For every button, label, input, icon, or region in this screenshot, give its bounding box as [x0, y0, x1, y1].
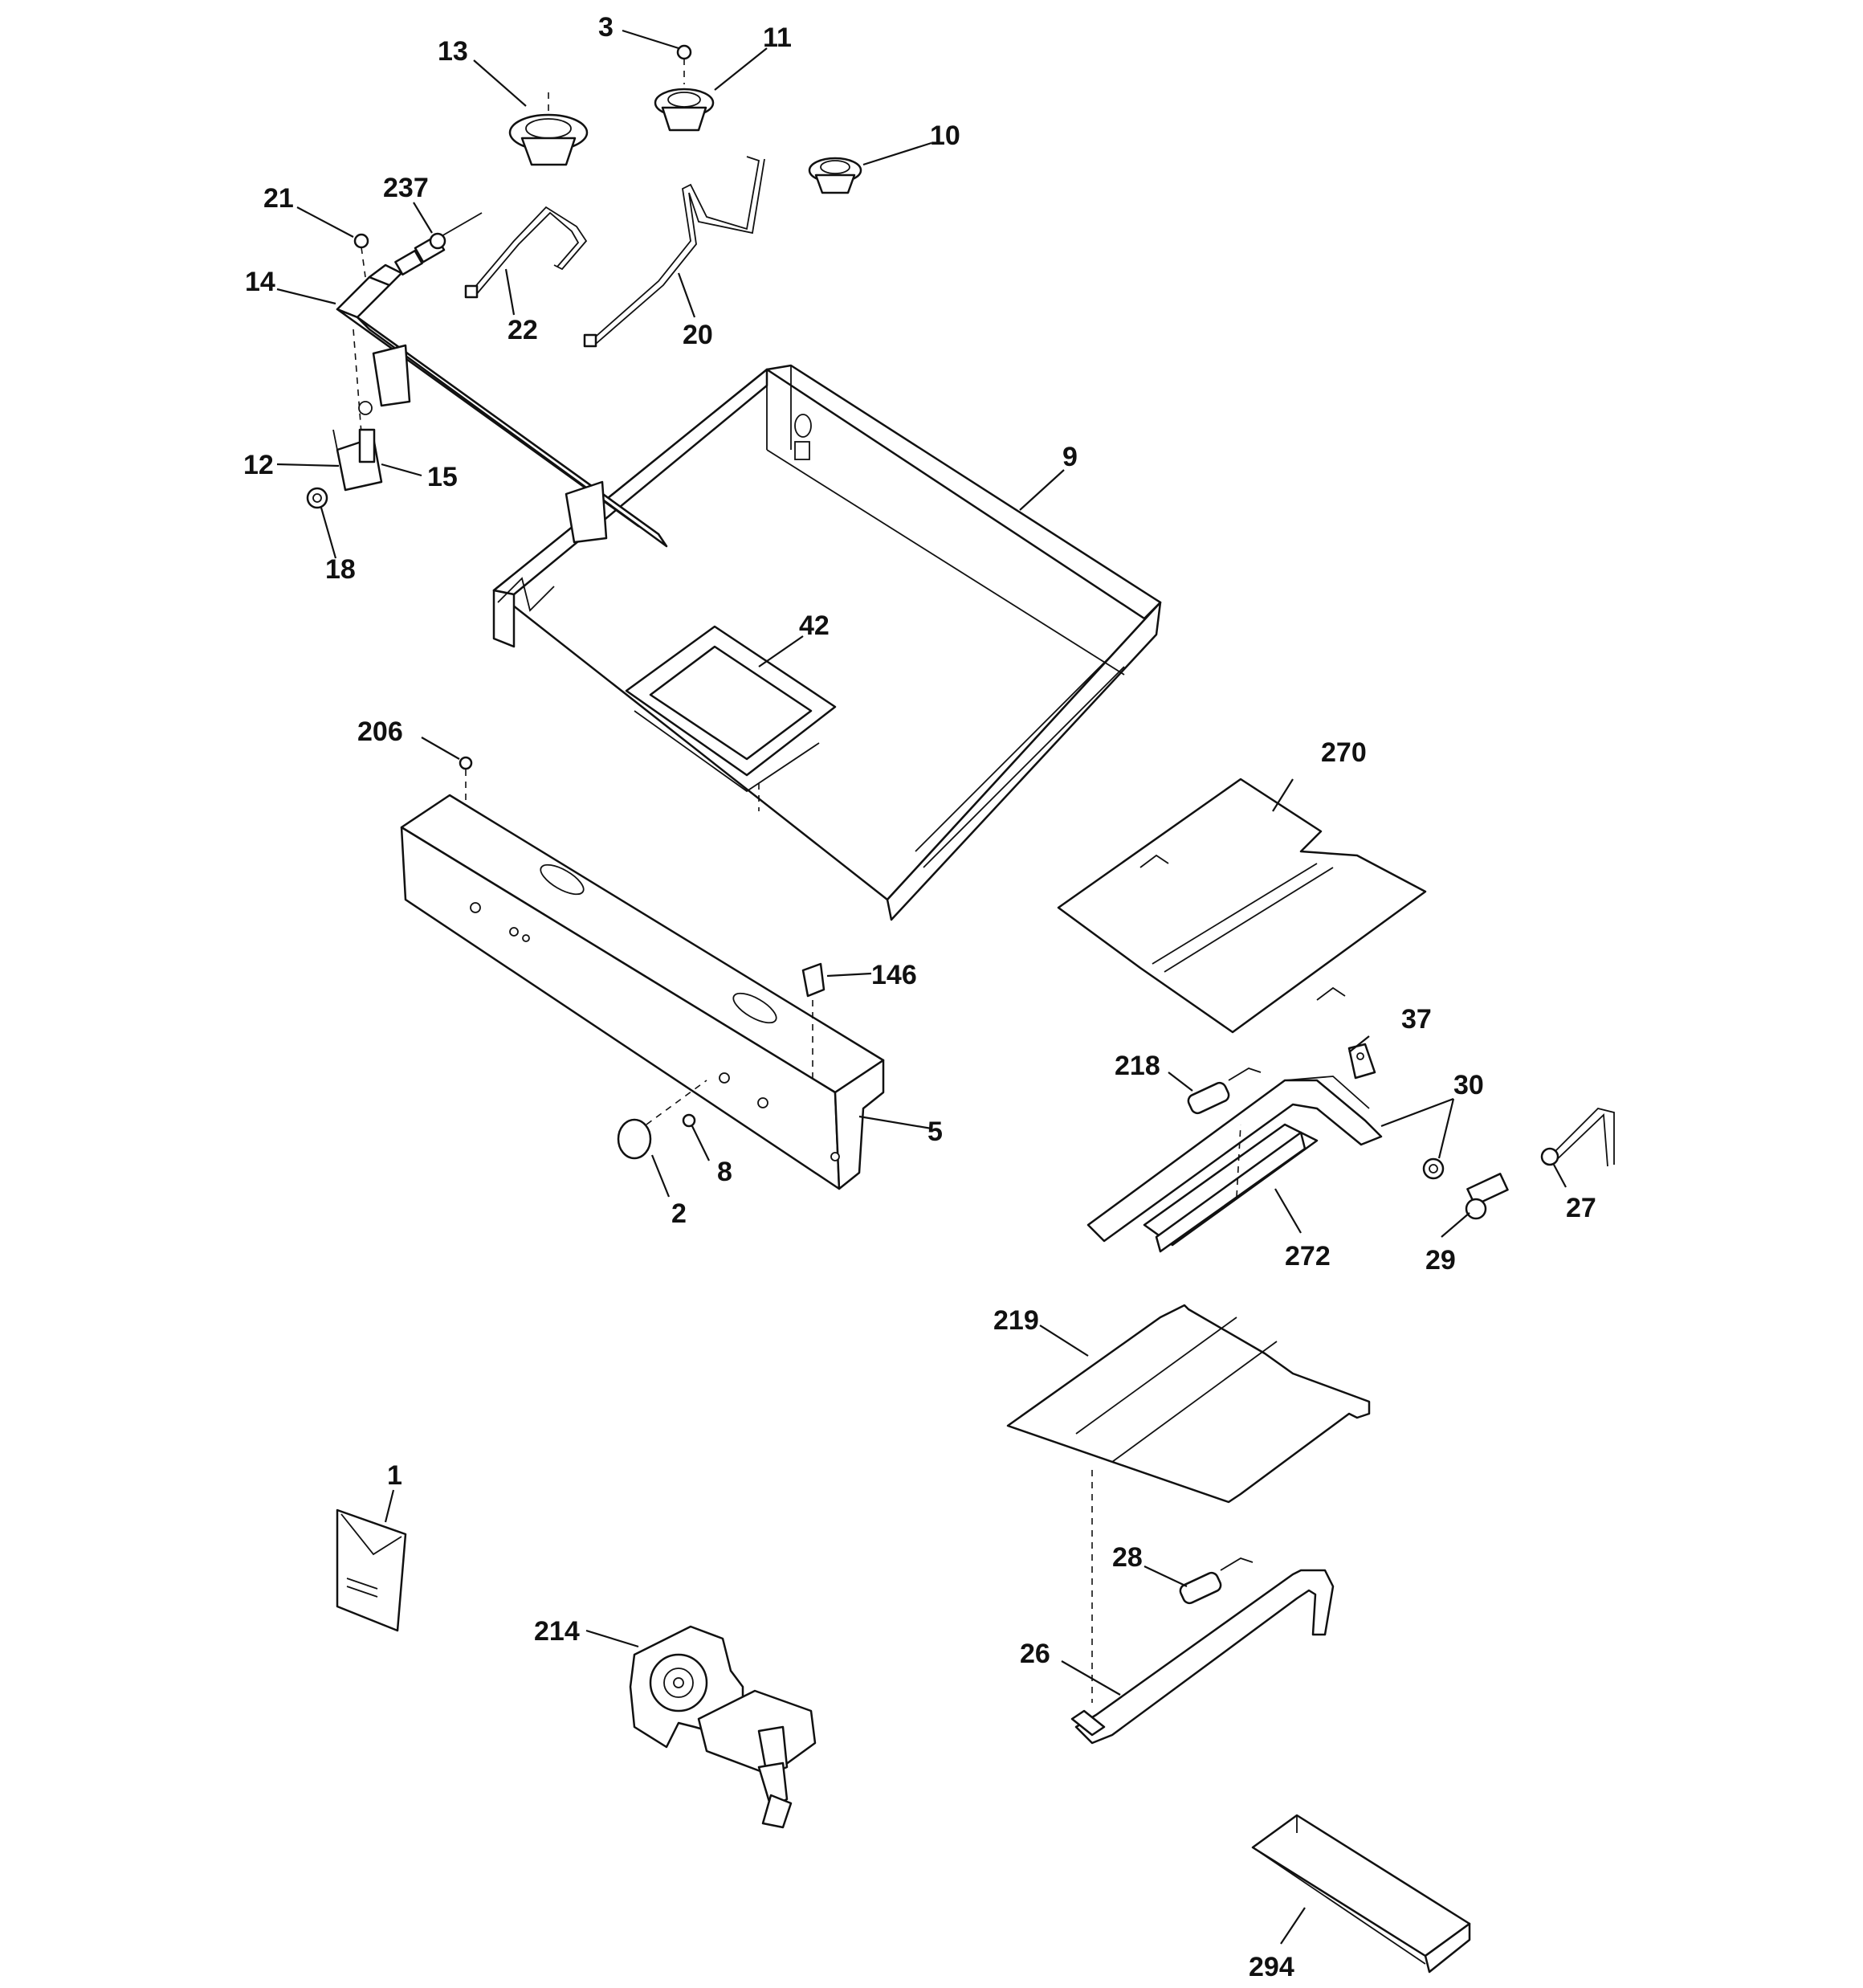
- part-42-cover-plate: [625, 625, 837, 811]
- label-270: 270: [1321, 737, 1367, 768]
- part-15-valve: [332, 401, 383, 492]
- label-2: 2: [671, 1198, 687, 1229]
- label-214: 214: [534, 1616, 580, 1647]
- label-218: 218: [1115, 1051, 1160, 1081]
- part-14-manifold: [336, 263, 668, 548]
- label-18: 18: [325, 554, 356, 585]
- label-37: 37: [1401, 1004, 1432, 1035]
- part-20-tube: [583, 156, 765, 348]
- part-11-burner-head: [654, 88, 715, 132]
- label-219: 219: [993, 1305, 1039, 1336]
- label-8: 8: [717, 1157, 732, 1187]
- part-206-screw: [459, 756, 473, 803]
- label-13: 13: [438, 36, 468, 67]
- part-146-clip: [801, 962, 826, 1080]
- label-28: 28: [1112, 1542, 1143, 1573]
- label-20: 20: [683, 320, 713, 350]
- part-30-broil-burner: [1086, 1076, 1445, 1243]
- part-272-burner-shield: [1143, 1123, 1319, 1253]
- part-8-screw: [682, 1113, 696, 1128]
- label-237: 237: [383, 173, 429, 203]
- part-10-burner-head: [808, 157, 862, 194]
- part-37-bracket: [1347, 1043, 1376, 1080]
- label-21: 21: [263, 183, 294, 214]
- label-294: 294: [1249, 1952, 1294, 1982]
- part-5-control-panel: [400, 794, 885, 1190]
- label-10: 10: [930, 120, 960, 151]
- part-3-screw: [676, 44, 692, 84]
- label-22: 22: [508, 315, 538, 345]
- part-13-burner-head: [508, 92, 589, 166]
- label-9: 9: [1062, 442, 1078, 472]
- part-26-bake-burner: [1070, 1569, 1335, 1745]
- part-28-igniter: [1179, 1557, 1254, 1605]
- part-270-baffle: [1057, 778, 1427, 1034]
- part-9-burner-box: [492, 364, 1162, 921]
- label-12: 12: [243, 450, 274, 480]
- label-3: 3: [598, 12, 614, 43]
- part-214-regulator: [629, 1625, 817, 1829]
- part-27-tube: [1540, 1108, 1615, 1167]
- label-1: 1: [387, 1460, 402, 1491]
- label-26: 26: [1020, 1639, 1050, 1669]
- part-22-tube: [464, 206, 588, 299]
- part-number-labels: 3 11 13 10 21 237 14 22 20 9 12 15 18 42…: [243, 12, 1596, 1982]
- part-29-orifice: [1465, 1173, 1509, 1220]
- leader-lines: [276, 29, 1567, 1945]
- label-42: 42: [799, 610, 830, 641]
- part-218-igniter: [1187, 1067, 1262, 1115]
- label-272: 272: [1285, 1241, 1331, 1272]
- label-11: 11: [763, 22, 792, 53]
- part-294-rail: [1251, 1814, 1471, 1974]
- label-14: 14: [245, 267, 275, 297]
- label-206: 206: [357, 716, 403, 747]
- part-219-baffle: [1006, 1304, 1371, 1703]
- label-146: 146: [871, 960, 917, 990]
- label-29: 29: [1425, 1245, 1456, 1276]
- label-27: 27: [1566, 1193, 1596, 1223]
- label-15: 15: [427, 462, 458, 492]
- part-1-literature: [336, 1508, 407, 1632]
- part-21-screw: [353, 233, 369, 278]
- part-18-nut: [306, 487, 328, 509]
- part-237-fitting: [394, 212, 483, 276]
- label-30: 30: [1453, 1070, 1484, 1100]
- part-2-knob: [617, 1080, 707, 1160]
- label-5: 5: [927, 1116, 943, 1147]
